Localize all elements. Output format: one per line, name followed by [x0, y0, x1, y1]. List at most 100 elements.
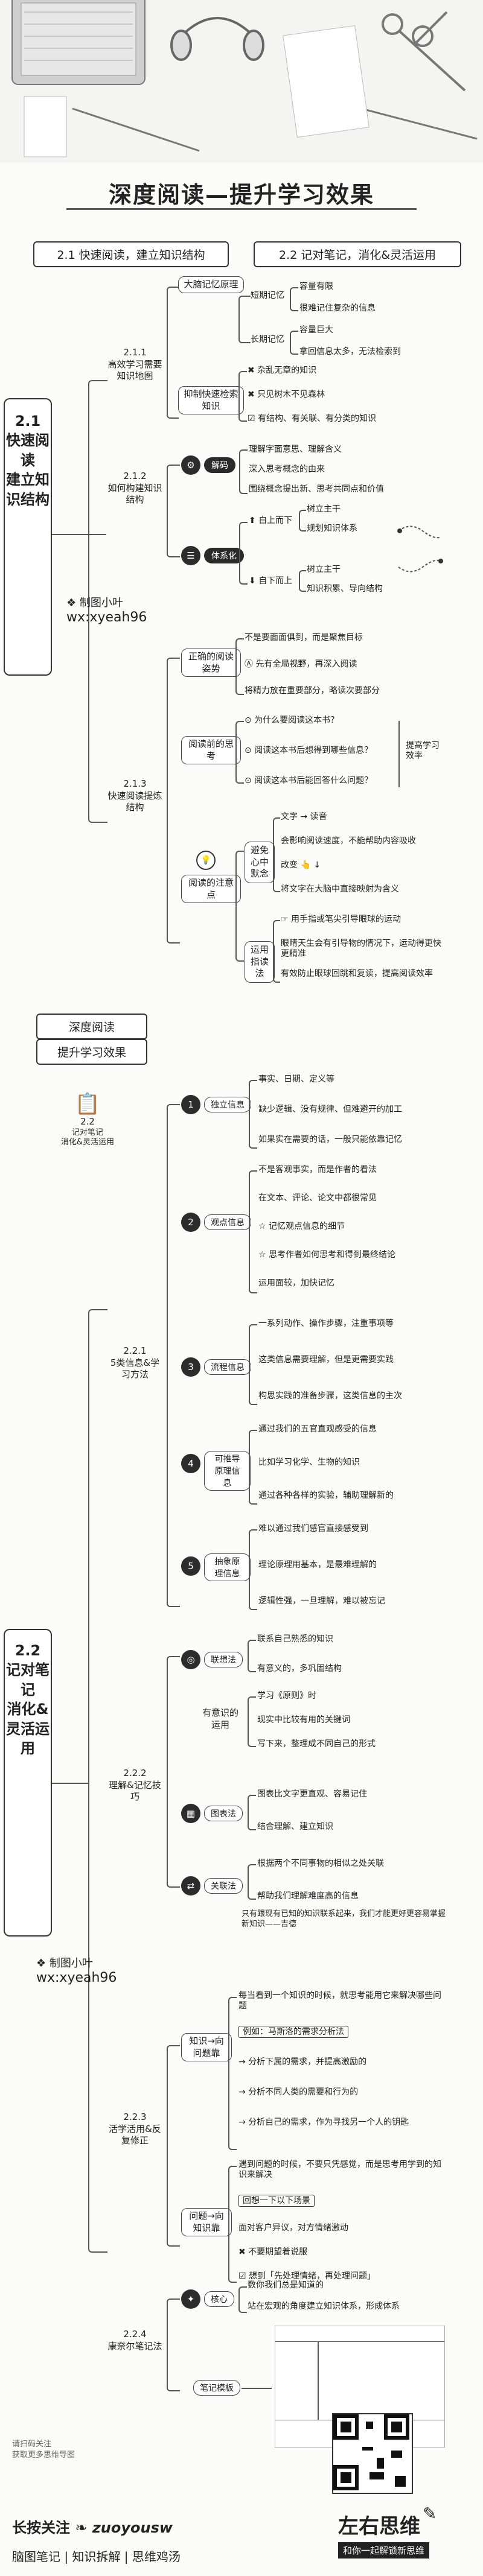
decode-icon: ⚙ [181, 455, 200, 475]
independent-item: 缺少逻辑、没有规律、但难避开的加工 [258, 1105, 402, 1114]
check-item: ☑ 有结构、有关联、有分类的知识 [248, 414, 376, 424]
top-down-item: 树立主干 [307, 504, 341, 514]
question-icon: ⊙ [245, 776, 255, 785]
check-icon: ☑ [238, 2271, 249, 2281]
connector [273, 920, 280, 983]
opinion-item: ☆ 记忆观点信息的细节 [258, 1222, 345, 1232]
memory-principle-box: 大脑记忆原理 [178, 276, 244, 293]
connector [249, 1170, 257, 1293]
link-pill: 关联法 [204, 1878, 243, 1894]
process-icon: 3 [181, 1357, 200, 1377]
problem-to-knowledge-box: 问题→向知识靠 [181, 2208, 232, 2236]
no-subvocal-box: 避免心中默念 [245, 842, 275, 883]
subvocal-item: 会影响阅读速度，不能帮助内容吸收 [281, 836, 416, 846]
node-2-1-3: 2.1.3 快速阅读提炼结构 [106, 778, 164, 814]
opinion-icon: 2 [181, 1213, 200, 1232]
connector [167, 2045, 180, 2247]
long-term-item: 拿回信息太多，无法检索到 [299, 347, 401, 357]
connector [398, 721, 400, 787]
knowledge-to-problem-box: 知识→向问题靠 [181, 2033, 232, 2061]
example-title-text: 回想一下以下场景 [238, 2195, 315, 2207]
opinion-item: ☆ 思考作者如何思考和得到最终结论 [258, 1250, 395, 1260]
watermark-name-text: 制图小叶 [49, 1957, 93, 1970]
node-number: 2.1.2 [123, 471, 147, 481]
abstract-item: 逻辑性强，一旦理解，难以被忘记 [258, 1596, 385, 1606]
short-term-memory-label: 短期记忆 [251, 291, 284, 300]
section-2-2-label: 2.2 记对笔记 消化&灵活运用 [4, 1629, 52, 1937]
item-text: 分析不同人类的需要和行为的 [248, 2087, 359, 2097]
section-2-heading: 2.2 记对笔记，消化&灵活运用 [254, 241, 461, 267]
assoc-icon: ◎ [181, 1650, 200, 1669]
connector [290, 287, 298, 311]
connector [239, 449, 248, 494]
chart-item: 图表比文字更直观、容易记住 [257, 1789, 367, 1799]
arrow-right-icon: → [238, 2087, 249, 2097]
item-text: 杂乱无章的知识 [257, 366, 317, 375]
decode-item: 理解字面意思、理解含义 [249, 445, 342, 454]
problem-example-title: 回想一下以下场景 [238, 2195, 315, 2207]
item-text: 有结构、有关联、有分类的知识 [258, 414, 377, 424]
qr-code[interactable] [332, 2413, 413, 2494]
center-label: 记对笔记 消化&灵活运用 [60, 1128, 115, 1147]
item-text: 思考作者如何思考和得到最终结论 [269, 1250, 396, 1260]
connector [299, 570, 306, 592]
node-2-2-4: 2.2.4 康奈尔笔记法 [106, 2329, 164, 2352]
connector [235, 851, 244, 962]
node-label: 快速阅读提炼结构 [107, 790, 162, 813]
connector [299, 510, 306, 531]
connector [88, 380, 107, 823]
notebook-icon: 📋 [74, 1092, 101, 1116]
arrow-right-icon: → [238, 2057, 249, 2067]
watermark-id: wx:xyeah96 [36, 1970, 117, 1985]
pre-think-box: 阅读前的思考 [181, 736, 241, 764]
question-item: ⊙ 阅读这本书后能回答什么问题？ [245, 776, 373, 786]
watermark-2: ❖ 制图小叶 wx:xyeah96 [36, 1955, 117, 1985]
problem-item: ☑ 想到「先处理情绪，再处理问题」 [238, 2271, 376, 2282]
subvocal-item: 改变 👆 ↓ [281, 860, 321, 870]
watermark-1: ❖ 制图小叶 wx:xyeah96 [66, 594, 147, 625]
process-pill: 流程信息 [204, 1359, 251, 1375]
item-text: 自下而上 [258, 576, 293, 586]
chart-icon: ▦ [181, 1804, 200, 1823]
connector [248, 1864, 256, 1900]
star-icon: ☆ [258, 1250, 269, 1260]
connector [273, 817, 280, 892]
node-label: 康奈尔笔记法 [107, 2340, 162, 2352]
abstract-icon: 5 [181, 1556, 200, 1576]
stance-item: 将精力放在重要部分，略读次要部分 [245, 686, 380, 696]
connector [167, 287, 179, 419]
node-number: 2.1.1 [123, 347, 147, 358]
laptop-icon [11, 0, 146, 85]
long-term-memory-label: 长期记忆 [251, 335, 284, 344]
page-title: 深度阅读—提升学习效果 [108, 182, 374, 208]
stance-item: Ⓐ 先有全局视野，再深入阅读 [245, 659, 357, 670]
problem-item: 面对客户异议，对方情绪激动 [238, 2223, 348, 2233]
meaningful-item: 现实中比较有用的关键词 [257, 1715, 350, 1725]
brand-name: 左右思维 [338, 2514, 420, 2539]
knowledge-item: → 分析不同人类的需要和行为的 [238, 2087, 358, 2098]
link-icon: ⇄ [181, 1876, 200, 1896]
ausubel-quote: 只有跟现有已知的知识联系起来，我们才能更好更容易掌握新知识——吉德 [242, 1909, 446, 1929]
node-number: 2.1.3 [123, 778, 147, 789]
account-name[interactable]: zuoyousw [92, 2519, 173, 2536]
independent-pill: 独立信息 [204, 1097, 251, 1112]
connector [238, 296, 251, 343]
mini-title-1: 深度阅读 [36, 1014, 147, 1039]
item-text: 阅读这本书后能回答什么问题？ [254, 776, 373, 785]
mini-title-2: 提升学习效果 [36, 1039, 147, 1065]
check-icon: ☑ [248, 414, 258, 424]
scissors-icon [382, 11, 466, 92]
decode-item: 深入思考概念的由来 [249, 465, 325, 474]
meaningful-item: 学习《原则》时 [257, 1691, 316, 1701]
logo-icon: ❖ [66, 597, 80, 609]
node-number: 2.2.1 [123, 1345, 147, 1356]
connector [235, 721, 244, 784]
item-text: 阅读这本书后想得到哪些信息？ [254, 746, 373, 755]
knowledge-item: → 分析自己的需求，作为寻找另一个人的钥匙 [238, 2118, 409, 2128]
chart-item: 结合理解、建立知识 [257, 1822, 333, 1832]
section-1-heading: 2.1 快速阅读，建立知识结构 [33, 241, 229, 267]
item-text: 为什么要阅读这本书？ [254, 715, 339, 725]
knowledge-item: → 分析下属的需求，并提高激励的 [238, 2057, 366, 2067]
node-number: 2.2.2 [123, 1768, 147, 1778]
footer-caption-2: 获取更多思维导图 [12, 2451, 75, 2460]
